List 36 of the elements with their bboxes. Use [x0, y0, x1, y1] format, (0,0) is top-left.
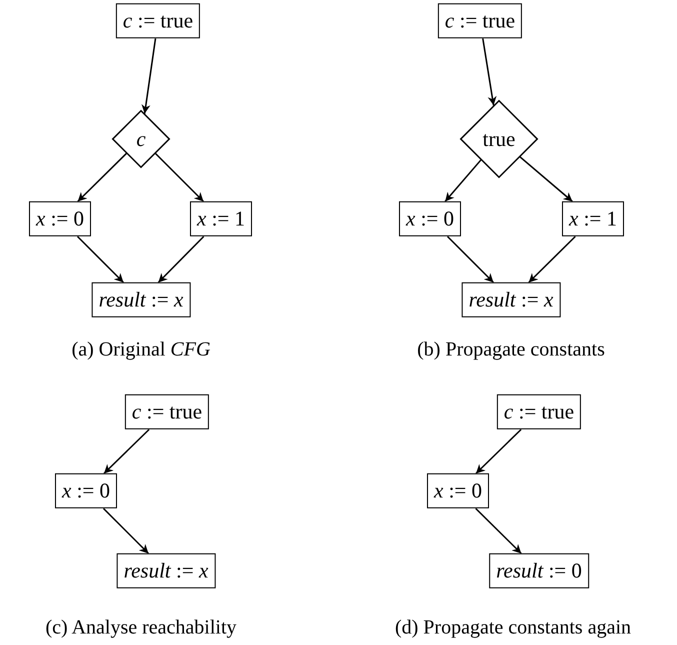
subfigure-caption: (b) Propagate constants	[417, 338, 605, 362]
statement-box: c := true	[124, 394, 210, 430]
statement-box: x := 0	[399, 201, 461, 237]
statement-box: x := 0	[29, 201, 91, 237]
condition-text: true	[482, 126, 516, 152]
statement-box: c := true	[438, 3, 522, 39]
statement-box: result := x	[462, 282, 560, 318]
arrow	[141, 38, 156, 114]
statement-box: x := 1	[562, 201, 624, 237]
statement-box: x := 0	[427, 473, 489, 509]
arrow	[76, 236, 124, 284]
arrow	[528, 236, 576, 284]
arrow	[103, 428, 150, 474]
statement-box: result := x	[92, 282, 190, 318]
arrow	[444, 159, 482, 202]
arrow	[520, 156, 573, 202]
subfigure-caption: (d) Propagate constants again	[394, 616, 632, 640]
statement-box: c := true	[116, 3, 200, 39]
subfigure-caption: (c) Analyse reachability	[45, 616, 237, 640]
decision-diamond	[112, 110, 170, 168]
arrow	[102, 508, 150, 554]
statement-box: x := 1	[190, 201, 252, 237]
arrow	[154, 152, 204, 202]
arrow	[77, 152, 127, 202]
decision-diamond	[460, 100, 538, 178]
statement-box: result := 0	[489, 553, 589, 589]
arrow	[446, 236, 494, 284]
condition-text: c	[136, 126, 146, 152]
statement-box: result := x	[116, 553, 216, 589]
arrow	[482, 38, 497, 106]
arrow	[475, 508, 522, 554]
subfigure-caption: (a) Original CFG	[72, 338, 210, 362]
statement-box: c := true	[496, 394, 582, 430]
statement-box: x := 0	[55, 473, 117, 509]
arrow	[158, 236, 204, 284]
arrow	[475, 428, 522, 474]
